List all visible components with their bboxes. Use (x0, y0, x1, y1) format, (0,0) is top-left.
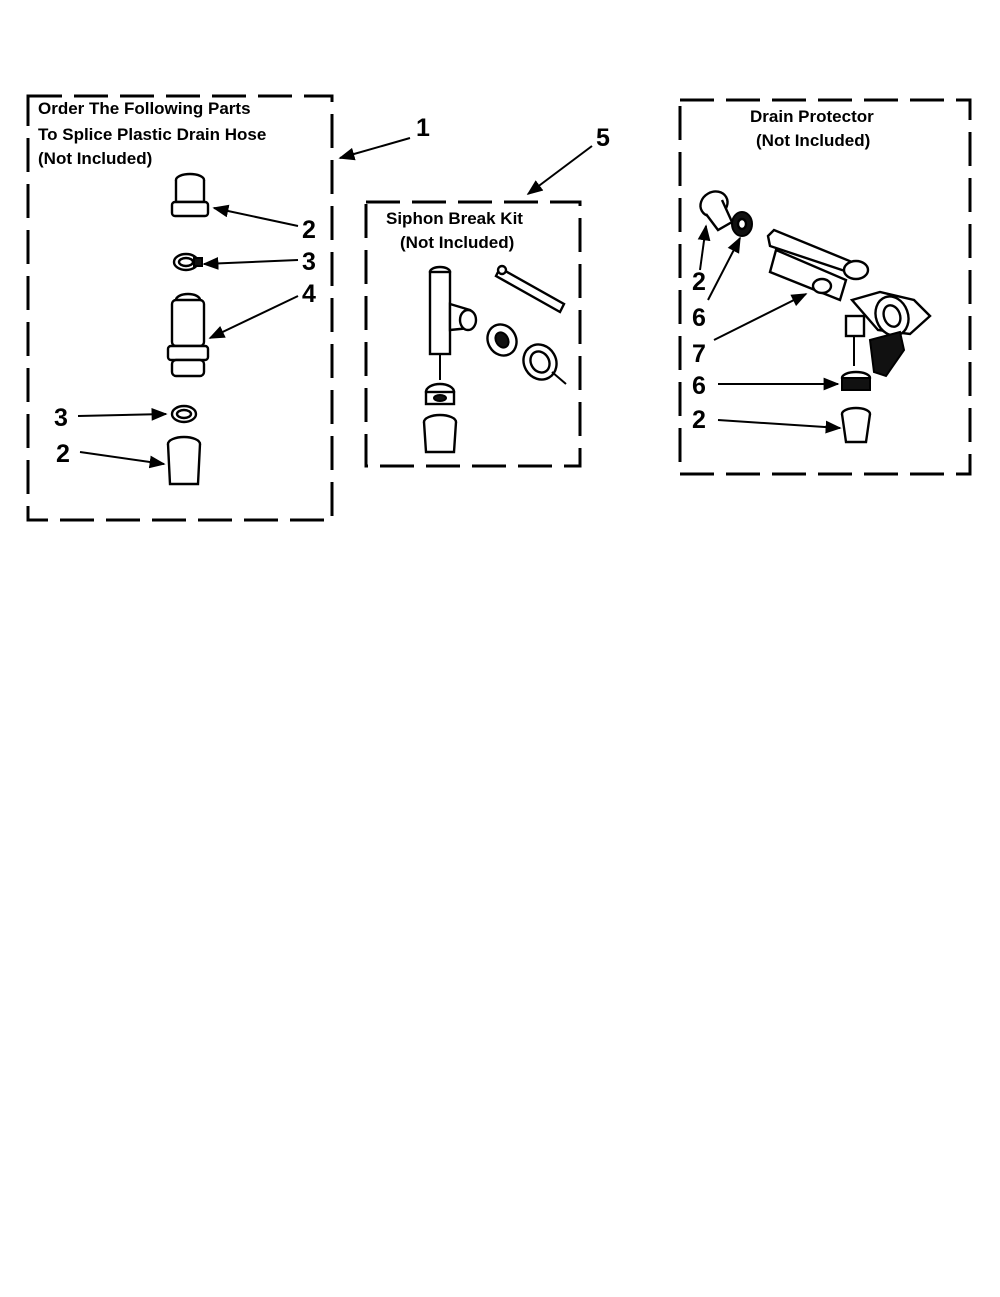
splice-callout-4: 4 (302, 280, 316, 308)
drain-gasket-left (731, 211, 753, 237)
splice-leader-3-bottom (77, 407, 168, 421)
drain-protector-body (766, 228, 932, 378)
siphon-nut-bottom (424, 382, 456, 406)
splice-title-line-2: To Splice Plastic Drain Hose (38, 125, 266, 144)
splice-title-line-1: Order The Following Parts (38, 99, 251, 118)
siphon-nut-side (486, 323, 518, 357)
drain-callout-2-top: 2 (692, 268, 706, 296)
splice-leader-3-top (202, 256, 299, 270)
drain-callout-7: 7 (692, 340, 706, 368)
splice-leader-4 (208, 295, 299, 339)
drain-callout-2-bottom: 2 (692, 406, 706, 434)
siphon-tee-fitting (428, 265, 478, 380)
drain-callout-6-top: 6 (692, 304, 706, 332)
splice-ref-number: 1 (416, 114, 430, 142)
splice-title-line-3: (Not Included) (38, 149, 152, 168)
siphon-cap-bottom (422, 413, 458, 454)
splice-callout-3-top: 3 (302, 248, 316, 276)
drain-panel-frame (678, 98, 972, 476)
drain-title-line-2: (Not Included) (756, 131, 870, 150)
siphon-rod (494, 264, 566, 314)
siphon-title-line-2: (Not Included) (400, 233, 514, 252)
hose-clamp-top (172, 252, 203, 272)
hose-connector (166, 292, 210, 378)
siphon-title-line-1: Siphon Break Kit (386, 209, 523, 228)
hose-end-bottom (166, 435, 202, 486)
siphon-panel-frame (364, 200, 582, 468)
hose-clamp-bottom (170, 404, 198, 424)
splice-panel-frame (26, 94, 334, 522)
drain-leader-2-top (697, 224, 711, 271)
drain-gasket-bottom (840, 370, 872, 391)
drain-title-line-1: Drain Protector (750, 107, 874, 126)
drain-callout-6-bottom: 6 (692, 372, 706, 400)
splice-callout-2-bottom: 2 (56, 440, 70, 468)
hose-end-top (170, 172, 210, 218)
splice-leader-2-top (212, 204, 299, 227)
siphon-panel: Siphon Break Kit (Not Included) 5 (364, 124, 610, 468)
splice-ref-leader (338, 137, 411, 161)
drain-leader-7 (713, 293, 808, 341)
splice-callout-2-top: 2 (302, 216, 316, 244)
splice-callout-3-bottom: 3 (54, 404, 68, 432)
drain-leader-2-bottom (717, 419, 842, 434)
splice-leader-2-bottom (79, 451, 166, 469)
siphon-cap-side (522, 343, 567, 385)
siphon-ref-number: 5 (596, 124, 610, 152)
drain-leader-6-top (707, 236, 741, 301)
siphon-ref-leader (526, 145, 593, 195)
drain-hose-end-bottom (840, 406, 872, 444)
drain-hose-end-left (699, 190, 734, 232)
drain-panel: Drain Protector (Not Included) (678, 98, 972, 476)
splice-panel: Order The Following Parts To Splice Plas… (26, 94, 430, 522)
